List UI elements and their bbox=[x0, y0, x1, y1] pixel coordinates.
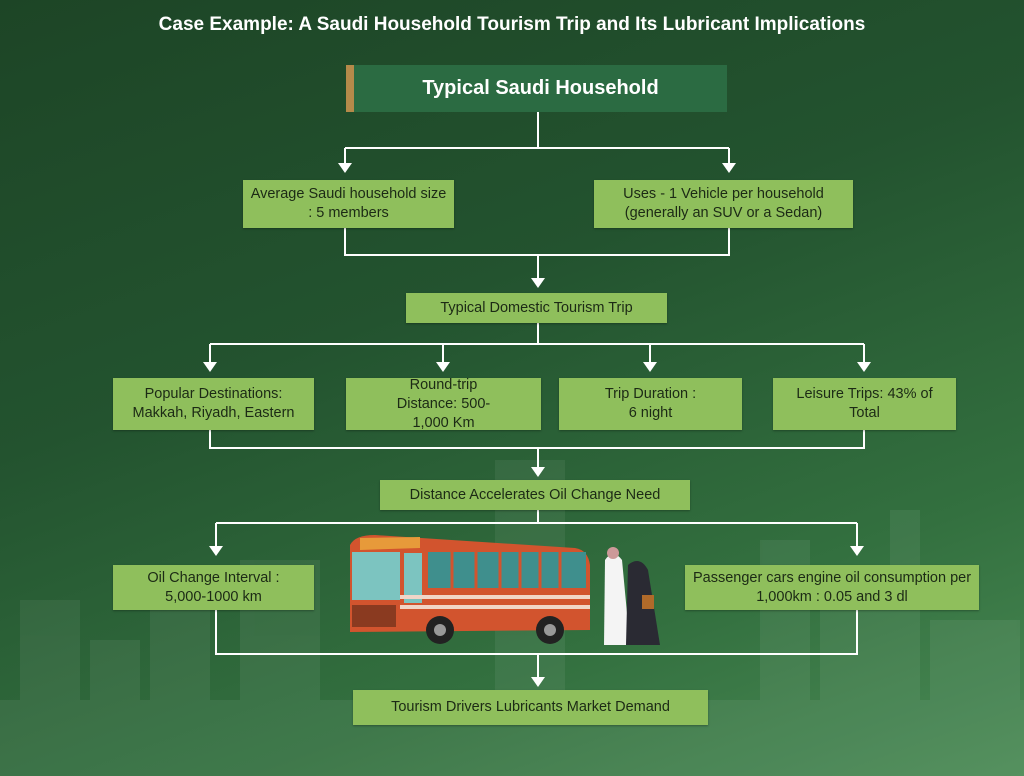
distance-box: Round-trip Distance: 500-1,000 Km bbox=[346, 377, 541, 431]
bus-icon bbox=[350, 535, 590, 644]
oil-consumption-box: Passenger cars engine oil consumption pe… bbox=[685, 565, 979, 610]
oil-change-interval-box: Oil Change Interval : 5,000-1000 km bbox=[113, 565, 314, 610]
leisure-trips-box: Leisure Trips: 43% of Total bbox=[773, 378, 956, 430]
travelers-icon bbox=[604, 547, 660, 645]
household-size-box: Average Saudi household size : 5 members bbox=[243, 180, 454, 228]
destinations-box: Popular Destinations: Makkah, Riyadh, Ea… bbox=[113, 378, 314, 430]
duration-box: Trip Duration : 6 night bbox=[559, 378, 742, 430]
market-demand-box: Tourism Drivers Lubricants Market Demand bbox=[353, 690, 708, 725]
household-header-box: Typical Saudi Household bbox=[346, 65, 727, 112]
header-label: Typical Saudi Household bbox=[422, 77, 659, 99]
page-title: Case Example: A Saudi Household Tourism … bbox=[158, 14, 866, 35]
vehicle-usage-box: Uses - 1 Vehicle per household (generall… bbox=[594, 180, 853, 228]
accent-bar bbox=[346, 65, 354, 112]
oil-change-need-box: Distance Accelerates Oil Change Need bbox=[380, 480, 690, 510]
tourism-trip-box: Typical Domestic Tourism Trip bbox=[406, 293, 667, 323]
